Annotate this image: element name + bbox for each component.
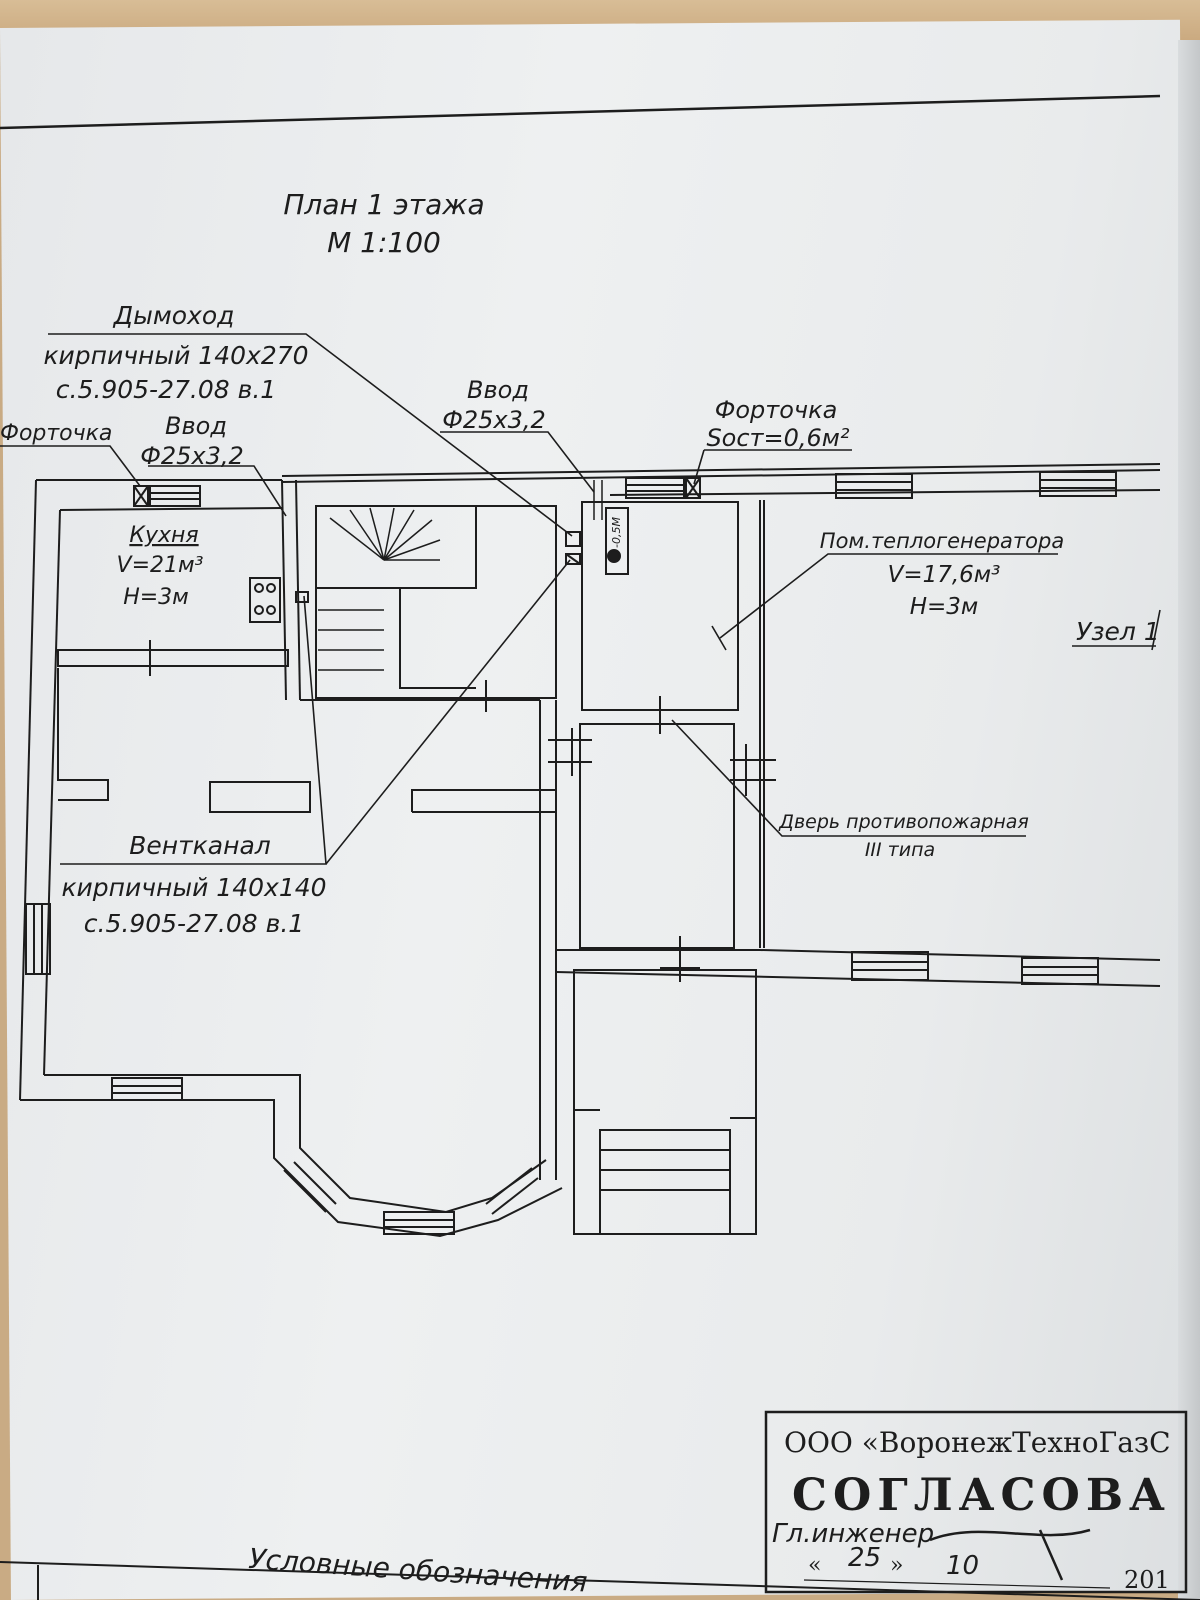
fortochka-right-label: Форточка (715, 396, 838, 424)
inlet-left-size: Ф25х3,2 (140, 442, 244, 470)
wall (44, 1074, 547, 1214)
wall (316, 587, 476, 689)
wall (43, 509, 61, 1076)
fire-door-line1: Дверь противопожарная (778, 811, 1029, 833)
inlet-center-size: Ф25х3,2 (442, 406, 546, 434)
equipment-mark: -0,5М (610, 517, 623, 548)
wall (209, 781, 311, 813)
fortochka-symbol (133, 485, 149, 507)
sheet-edge (1178, 40, 1200, 1600)
chimney-label-title: Дымоход (113, 301, 235, 330)
wall (400, 506, 477, 589)
kitchen-height: Н=3м (123, 585, 189, 610)
window (1039, 471, 1117, 497)
window (149, 485, 201, 507)
inlet-center-title: Ввод (467, 376, 529, 404)
stamp-signature-text: Гл.инженер (772, 1519, 934, 1549)
wall (295, 479, 301, 701)
leader-fire-door (671, 719, 1026, 837)
leader-fortochka-left (0, 445, 141, 487)
window (835, 473, 913, 499)
vent-label-title: Вентканал (129, 831, 271, 860)
vent-label-line1: кирпичный 140х140 (61, 873, 326, 902)
boiler-room-volume: V=17,6м³ (888, 562, 1001, 588)
vent-label-line2: с.5.905-27.08 в.1 (84, 909, 304, 938)
hall-walls (579, 723, 735, 949)
fire-door-line2: III типа (865, 839, 935, 861)
frame-bottom-line (0, 1561, 1200, 1600)
leader-inlet-center (440, 431, 595, 493)
chimney-label-line2: с.5.905-27.08 в.1 (56, 375, 276, 404)
stair-block (315, 505, 557, 699)
boiler-burner-icon (607, 549, 621, 563)
approval-stamp (764, 1410, 1188, 1594)
wall (20, 1099, 563, 1238)
fortochka-left-label: Форточка (0, 421, 112, 446)
signature-icon (929, 1528, 1091, 1581)
fortochka-symbol (685, 477, 701, 499)
kitchen-volume: V=21м³ (117, 553, 204, 578)
wall (19, 479, 37, 1101)
porch-walls (573, 969, 757, 1235)
fortochka-right-area: Sост=0,6м² (706, 424, 849, 452)
stamp-quote-open: « (808, 1553, 821, 1578)
chimney-label-line1: кирпичный 140х270 (43, 341, 308, 370)
leader-vent (325, 559, 571, 865)
wall (59, 507, 283, 511)
node-label: Узел 1 (1076, 617, 1160, 646)
stove-icon (249, 577, 281, 623)
leader-chimney (48, 333, 573, 537)
leader-boiler-room (719, 553, 1058, 639)
drawing-scale: М 1:100 (327, 226, 441, 259)
boiler-room-name: Пом.теплогенератора (820, 529, 1064, 553)
window (25, 903, 51, 975)
chimney-symbol (565, 531, 581, 547)
window (625, 477, 685, 499)
stamp-year: 201 (1124, 1566, 1170, 1594)
wall (281, 479, 287, 701)
boiler-appliance (605, 507, 629, 575)
stamp-day: 25 (848, 1543, 881, 1573)
window (111, 1077, 183, 1101)
wall (57, 668, 109, 801)
stamp-org: ООО «ВоронежТехноГазС (784, 1426, 1171, 1459)
boiler-room-height: Н=3м (910, 594, 979, 620)
leader-inlet-left (148, 465, 287, 517)
stamp-month: 10 (946, 1551, 979, 1581)
leader-vent-base (60, 595, 327, 865)
legend-heading: Условные обозначения (248, 1542, 589, 1599)
vent-symbol (565, 553, 581, 565)
wall (57, 649, 289, 667)
wall (411, 789, 556, 812)
frame-top-line (0, 94, 1161, 130)
wall (609, 489, 1161, 496)
vent-symbol (295, 591, 309, 603)
window (1021, 957, 1099, 985)
wall (281, 469, 1161, 483)
drawing-title: План 1 этажа (283, 188, 484, 221)
inlet-left-title: Ввод (165, 412, 227, 440)
wall (759, 949, 1161, 961)
stamp-quote-close: » (890, 1553, 903, 1578)
window (851, 951, 929, 981)
window (383, 1211, 455, 1235)
porch-steps (599, 1129, 731, 1235)
wall (281, 463, 1161, 477)
kitchen-name: Кухня (129, 523, 198, 548)
stamp-approved: СОГЛАСОВА (792, 1470, 1171, 1521)
